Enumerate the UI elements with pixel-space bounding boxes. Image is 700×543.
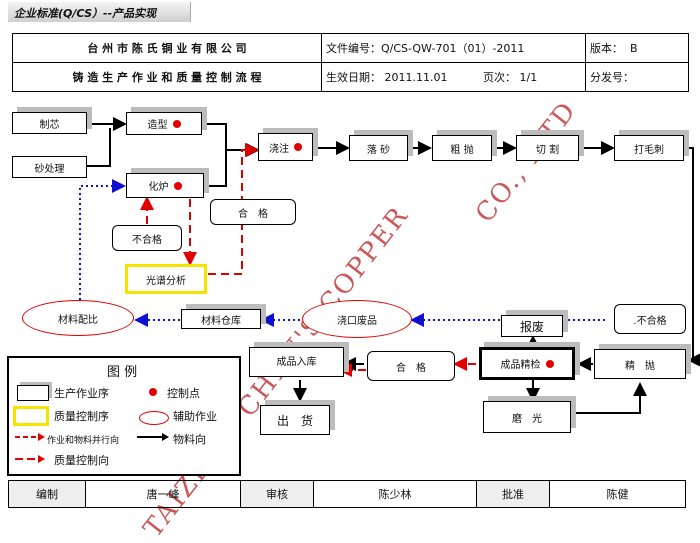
- shakeout-box: 落 砂: [349, 135, 408, 161]
- reviewed-by: 陈少林: [313, 480, 477, 508]
- legend-material-arrow-icon: [137, 433, 169, 441]
- version: B: [630, 42, 638, 55]
- reviewed-by-label: 审核: [240, 480, 314, 508]
- legend-title: 图 例: [107, 365, 138, 380]
- legend-aux-symbol: [139, 411, 169, 425]
- prepared-by: 唐一峰: [85, 480, 241, 508]
- legend-control-label: 控制点: [167, 387, 200, 400]
- legend-process-symbol: [17, 385, 49, 401]
- gate-scrap-ellipse: 浇口废品: [302, 300, 412, 338]
- qualified-label-2: 合 格: [367, 351, 455, 381]
- unqualified-label-1: 不合格: [112, 225, 182, 251]
- legend-quality-direction-label: 质量控制向: [54, 454, 109, 467]
- scrap-box: 报废: [501, 315, 563, 337]
- fine-polish-box: 精 抛: [594, 349, 686, 379]
- legend-quality-symbol: [13, 406, 49, 426]
- legend-aux-label: 辅助作业: [173, 410, 217, 423]
- cutting-box: 切 割: [516, 135, 579, 161]
- legend-quality-label: 质量控制序: [54, 410, 109, 423]
- furnace-melting-box: 化炉: [126, 173, 204, 198]
- approval-footer: 编制 唐一峰 审核 陈少林 批准 陈健: [8, 480, 686, 508]
- material-ratio-ellipse: 材料配比: [22, 300, 134, 336]
- legend-quality-arrow-icon: [15, 455, 45, 463]
- warehousing-box: 成品入库: [249, 347, 344, 377]
- control-point-icon: [149, 388, 157, 396]
- effective-date: 2011.11.01: [384, 71, 448, 84]
- spectral-analysis-box: 光谱分析: [125, 264, 207, 294]
- shipment-box: 出 货: [260, 405, 330, 435]
- core-making-box: 制芯: [12, 112, 87, 134]
- sand-processing-box: 砂处理: [12, 156, 87, 178]
- rough-polish-box: 粗 抛: [432, 135, 492, 161]
- control-point-icon: [545, 359, 554, 368]
- distribution-cell: 分发号：: [585, 62, 689, 92]
- deburring-box: 打毛刺: [614, 135, 684, 161]
- qualified-label-1: 合 格: [210, 199, 296, 225]
- doc-title: 铸 造 生 产 作 业 和 质 量 控 制 流 程: [12, 62, 322, 92]
- page-number: 1/1: [519, 71, 538, 84]
- legend: 图 例 生产作业序 控制点 质量控制序 辅助作业 作业和物料并行向 物料向 质量…: [7, 356, 241, 476]
- grinding-box: 磨 光: [483, 401, 571, 433]
- pouring-box: 浇注: [258, 133, 313, 161]
- approved-by: 陈健: [549, 480, 686, 508]
- effective-date-cell: 生效日期： 2011.11.01 页次： 1/1: [321, 62, 586, 92]
- legend-parallel-arrow-icon: [15, 433, 45, 441]
- doc-number-cell: 文件编号：Q/CS-QW-701（01）-2011: [321, 33, 586, 63]
- unqualified-label-2: .不合格: [614, 304, 686, 334]
- top-label: 企业标准(Q/CS）--产品实现: [14, 7, 157, 20]
- doc-number: Q/CS-QW-701（01）-2011: [381, 42, 525, 55]
- molding-box: 造型: [126, 112, 202, 135]
- control-point-icon: [173, 181, 182, 190]
- material-warehouse-box: 材料仓库: [181, 309, 261, 329]
- legend-material-label: 物料向: [173, 433, 206, 446]
- prepared-by-label: 编制: [8, 480, 86, 508]
- legend-process-label: 生产作业序: [54, 387, 109, 400]
- control-point-icon: [294, 143, 302, 151]
- document-header: 台 州 市 陈 氏 铜 业 有 限 公 司 文件编号：Q/CS-QW-701（0…: [12, 33, 689, 92]
- legend-parallel-label: 作业和物料并行向: [47, 436, 120, 446]
- approved-by-label: 批准: [476, 480, 550, 508]
- final-inspection-box: 成品精检: [479, 347, 575, 380]
- top-label-bar: 企业标准(Q/CS）--产品实现: [8, 2, 191, 22]
- control-point-icon: [172, 119, 181, 128]
